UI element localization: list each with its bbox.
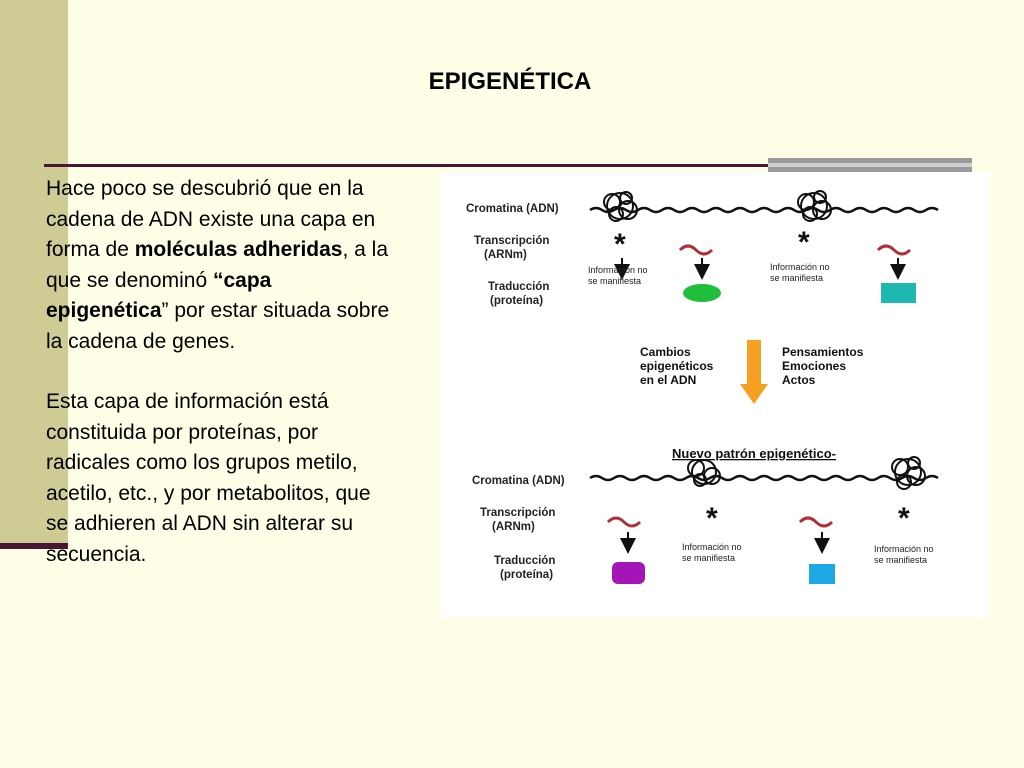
top-translation-label: Traducción <box>488 281 549 293</box>
top-arnm-label: (ARNm) <box>484 249 527 261</box>
bottom-arnm-label: (ARNm) <box>492 521 535 533</box>
title-divider <box>44 164 972 167</box>
middle-left-line3: en el ADN <box>640 373 696 387</box>
bottom-no-expression-1-line1: Información no <box>682 542 742 552</box>
top-dna-strand <box>589 206 939 214</box>
top-transcription-label: Transcripción <box>474 235 549 247</box>
bottom-no-expression-1-line2: se manifiesta <box>682 553 735 563</box>
slide-body-text: Hace poco se descubrió que en la cadena … <box>46 174 396 570</box>
paragraph-1-bold-a: moléculas adheridas <box>134 238 343 261</box>
paragraph-1-text-a: Hace poco se descubrió que en la cadena … <box>46 177 376 261</box>
bottom-dna-strand <box>589 474 939 482</box>
top-no-expression-1-line1: Información no <box>588 265 648 275</box>
top-no-expression-1-line2: se manifiesta <box>588 276 641 286</box>
paragraph-1: Hace poco se descubrió que en la cadena … <box>46 174 396 357</box>
paragraph-1-text-c: ” por estar situada sobre la cadena de g… <box>46 299 390 353</box>
bottom-chromatin-knot-2 <box>891 456 926 490</box>
bottom-blocked-asterisk-2: * <box>898 502 910 535</box>
paragraph-2: Esta capa de información está constituid… <box>46 390 371 566</box>
top-no-expression-2-line2: se manifiesta <box>770 273 823 283</box>
paragraph-1-bold-b: “capa epigenética <box>46 268 272 323</box>
top-chromatin-knot-2 <box>797 190 832 222</box>
bottom-protein-blue <box>809 564 835 584</box>
top-chromatin-label: Cromatina (ADN) <box>466 203 559 215</box>
side-decoration-accent <box>0 543 68 549</box>
middle-right-line2: Emociones <box>782 359 846 373</box>
bottom-no-expression-2-line2: se manifiesta <box>874 555 927 565</box>
bottom-chromatin-knot-1 <box>687 459 721 487</box>
top-chromatin-knot-1 <box>603 191 638 222</box>
paragraph-1-text-b: , a la que se denominó <box>46 238 389 292</box>
middle-right-line1: Pensamientos <box>782 345 864 359</box>
bottom-protein-label: (proteína) <box>500 569 553 581</box>
top-protein-label: (proteína) <box>490 295 543 307</box>
middle-left-line1: Cambios <box>640 345 691 359</box>
bottom-transcription-label: Transcripción <box>480 507 555 519</box>
epigenetics-diagram: Cromatina (ADN) Transcripción (ARNm) Tra… <box>440 172 990 618</box>
middle-right-line3: Actos <box>782 373 816 387</box>
top-no-expression-2-line1: Información no <box>770 262 830 272</box>
top-blocked-asterisk-1: * <box>614 228 626 261</box>
slide-title: EPIGENÉTICA <box>428 68 592 95</box>
new-pattern-label: Nuevo patrón epigenético- <box>672 446 836 461</box>
bottom-chromatin-label: Cromatina (ADN) <box>472 475 565 487</box>
top-protein-green <box>683 284 721 302</box>
top-mrna-1 <box>678 244 714 256</box>
bottom-mrna-2 <box>798 516 834 528</box>
bottom-blocked-asterisk-1: * <box>706 502 718 535</box>
top-protein-teal <box>881 283 916 303</box>
bottom-translation-label: Traducción <box>494 555 555 567</box>
bottom-no-expression-2-line1: Información no <box>874 544 934 554</box>
top-blocked-asterisk-2: * <box>798 226 810 259</box>
divider-accent-block <box>768 158 972 172</box>
down-arrow-orange <box>740 340 768 404</box>
bottom-protein-purple <box>612 562 645 584</box>
middle-left-line2: epigenéticos <box>640 359 714 373</box>
top-mrna-2 <box>876 244 912 256</box>
side-decoration-bar <box>0 0 68 548</box>
bottom-mrna-1 <box>606 516 642 528</box>
